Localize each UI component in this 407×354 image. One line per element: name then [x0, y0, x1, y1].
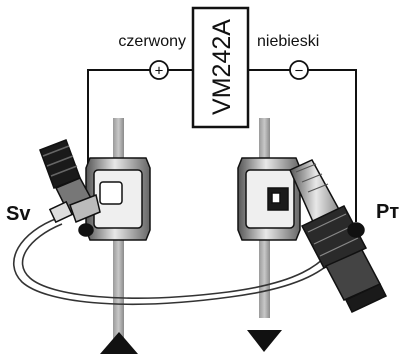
- meter-box: VM242A: [191, 6, 250, 129]
- minus-sign: −: [295, 63, 304, 80]
- right-valve-label: Pт: [376, 201, 399, 223]
- flow-down-arrow: [247, 330, 282, 352]
- red-wire-label: czerwony: [118, 33, 186, 50]
- left-valve: [39, 139, 151, 241]
- flow-up-arrow: [100, 332, 138, 354]
- minus-terminal-icon: −: [289, 60, 309, 80]
- blue-wire: [248, 69, 357, 222]
- blue-wire-label: niebieski: [257, 33, 319, 50]
- right-valve: [237, 157, 388, 313]
- meter-label: VM242A: [208, 19, 236, 115]
- capillary-tube: [12, 217, 346, 306]
- right-measuring-head-icon: [300, 205, 388, 313]
- left-valve-label: Sv: [6, 203, 31, 225]
- plus-terminal-icon: +: [149, 60, 169, 80]
- plus-sign: +: [155, 63, 164, 80]
